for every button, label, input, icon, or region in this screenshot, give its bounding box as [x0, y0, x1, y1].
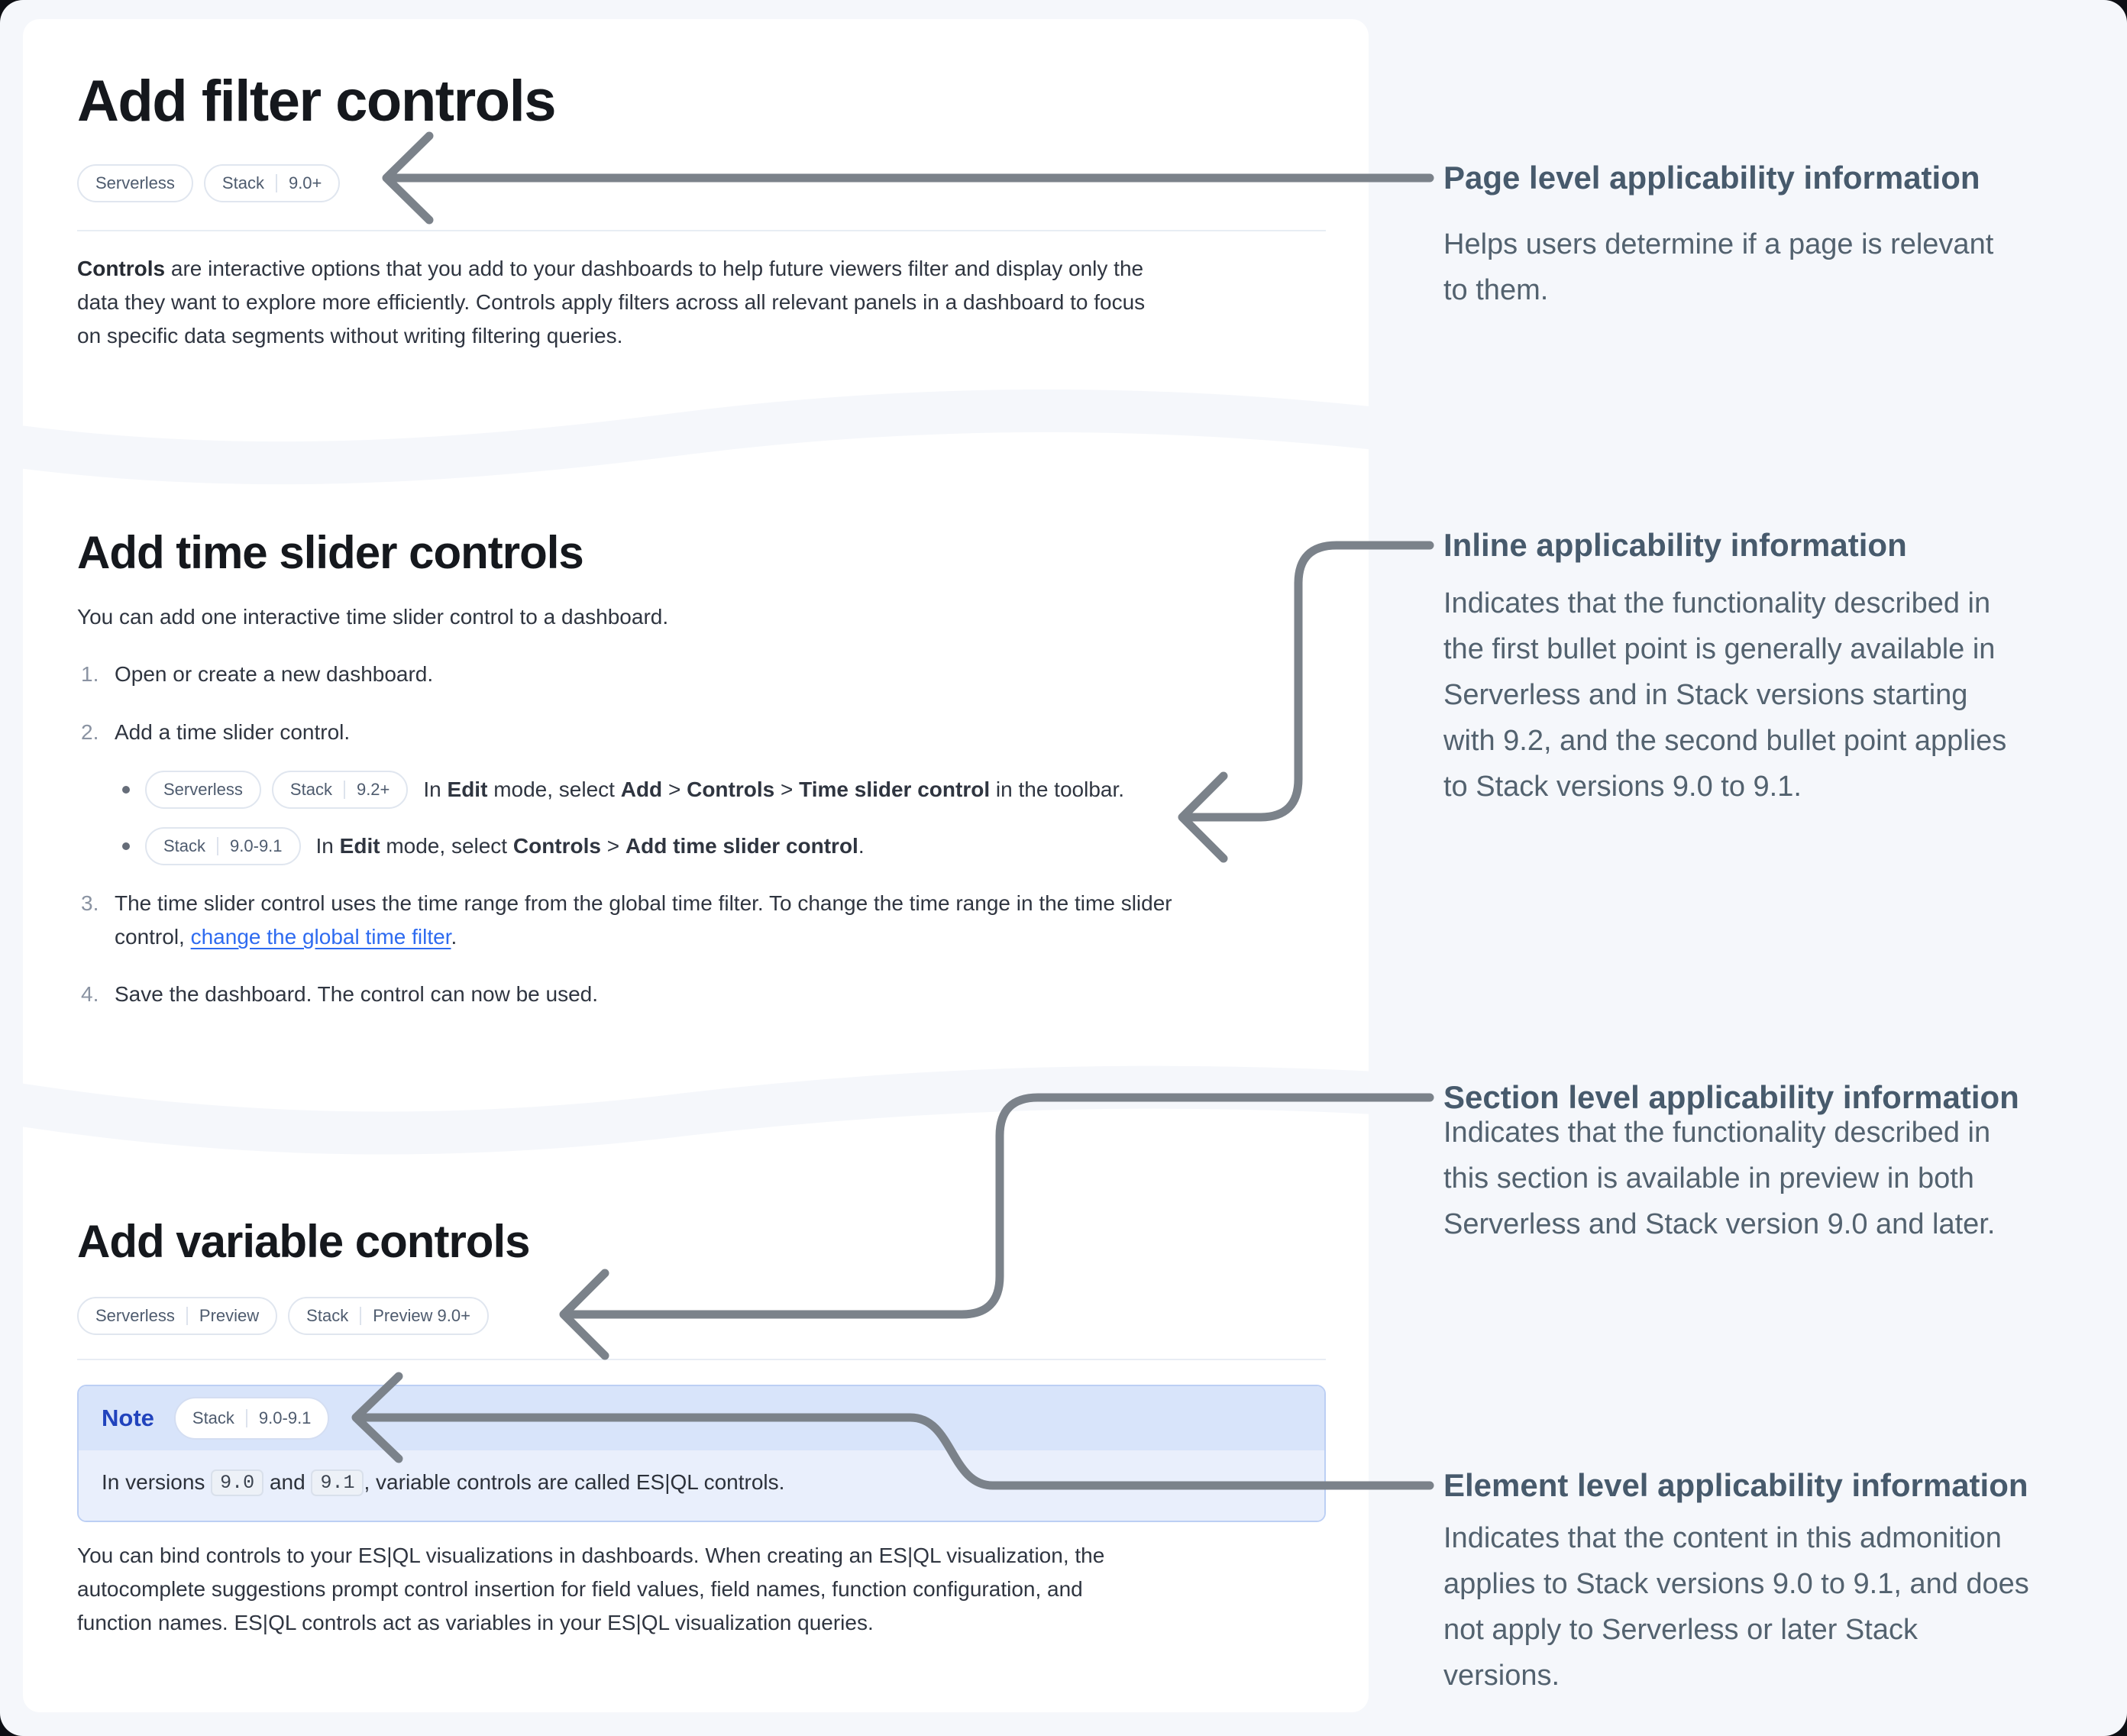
badge-divider	[186, 1307, 188, 1325]
annotation-heading-inline: Inline applicability information	[1443, 527, 1907, 563]
step-number: 3.	[81, 891, 99, 915]
note-header: Note Stack 9.0-9.1	[79, 1386, 1324, 1450]
stack-preview-badge: Stack Preview 9.0+	[288, 1297, 489, 1335]
badge-version: 9.0+	[288, 173, 322, 192]
badge-label: Stack	[289, 780, 332, 799]
global-time-filter-link[interactable]: change the global time filter	[190, 925, 451, 949]
badge-divider	[275, 174, 277, 192]
step-number: 1.	[81, 662, 99, 686]
badge-label: Stack	[221, 173, 264, 192]
note-label: Note	[102, 1405, 154, 1431]
serverless-badge: Serverless	[77, 164, 193, 202]
badge-divider	[217, 837, 219, 855]
step-1: Open or create a new dashboard.	[115, 662, 434, 686]
divider	[77, 1359, 1326, 1360]
annotation-heading-element-level: Element level applicability information	[1443, 1467, 2028, 1503]
badge-label: Stack	[163, 836, 206, 855]
badge-lifecycle: Preview 9.0+	[373, 1306, 470, 1325]
note-admonition: Note Stack 9.0-9.1 In versions 9.0 and 9…	[77, 1385, 1326, 1522]
page-title: Add filter controls	[77, 69, 556, 134]
serverless-badge: Serverless	[145, 771, 261, 809]
annotation-heading-section-level: Section level applicability information	[1443, 1079, 2019, 1115]
esql-paragraph: You can bind controls to your ES|QL visu…	[77, 1544, 1105, 1634]
bullet-text: In Edit mode, select Add > Controls > Ti…	[423, 777, 1125, 801]
bullet-text: In Edit mode, select Controls > Add time…	[315, 834, 865, 858]
code-chip: 9.1	[311, 1469, 364, 1496]
badge-version: 9.2+	[356, 780, 390, 799]
step-number: 4.	[81, 982, 99, 1006]
badge-label: Serverless	[95, 173, 175, 192]
badge-divider	[343, 781, 345, 799]
step-4: Save the dashboard. The control can now …	[115, 982, 599, 1006]
badge-label: Serverless	[163, 780, 243, 799]
badge-divider	[245, 1409, 247, 1427]
bullet-icon	[122, 786, 130, 794]
section-applicability-badges: Serverless Preview Stack Preview 9.0+	[77, 1297, 489, 1335]
page-applicability-badges: Serverless Stack 9.0+	[77, 164, 341, 202]
annotation-body-element-level: Indicates that the content in this admon…	[1443, 1522, 2029, 1692]
stack-version-badge: Stack 9.2+	[271, 771, 409, 809]
note-body: In versions 9.0 and 9.1, variable contro…	[79, 1450, 1324, 1521]
paragraph-text: are interactive options that you add to …	[77, 257, 1146, 348]
code-chip: 9.0	[211, 1469, 264, 1496]
annotation-body-inline: Indicates that the functionality describ…	[1443, 587, 2007, 803]
badge-divider	[360, 1307, 362, 1325]
step-2: Add a time slider control.	[115, 720, 351, 744]
step-number: 2.	[81, 720, 99, 744]
bullet-item-2: Stack 9.0-9.1 In Edit mode, select Contr…	[122, 827, 865, 865]
section-intro: You can add one interactive time slider …	[77, 605, 669, 629]
stack-version-badge: Stack 9.0-9.1	[145, 827, 301, 865]
step-3: The time slider control uses the time ra…	[115, 891, 1172, 949]
serverless-preview-badge: Serverless Preview	[77, 1297, 278, 1335]
annotation-body-page-level: Helps users determine if a page is relev…	[1443, 228, 1994, 306]
badge-label: Stack	[306, 1306, 349, 1325]
badge-label: Serverless	[95, 1306, 175, 1325]
section-title-time-slider: Add time slider controls	[77, 527, 584, 578]
bullet-item-1: Serverless Stack 9.2+ In Edit mode, sele…	[122, 771, 1125, 809]
section-title-variable-controls: Add variable controls	[77, 1216, 530, 1267]
stack-version-badge: Stack 9.0+	[203, 164, 341, 202]
badge-version: 9.0-9.1	[230, 836, 283, 855]
bullet-icon	[122, 842, 130, 850]
annotation-body-section-level: Indicates that the functionality describ…	[1443, 1117, 1996, 1240]
badge-label: Stack	[192, 1408, 234, 1427]
intro-paragraph: Controls are interactive options that yo…	[77, 252, 1360, 353]
badge-version: 9.0-9.1	[258, 1408, 312, 1427]
bold-term: Controls	[77, 257, 166, 280]
annotation-heading-page-level: Page level applicability information	[1443, 160, 1980, 196]
divider	[77, 230, 1326, 231]
stack-version-badge: Stack 9.0-9.1	[173, 1397, 330, 1440]
badge-lifecycle: Preview	[199, 1306, 260, 1325]
